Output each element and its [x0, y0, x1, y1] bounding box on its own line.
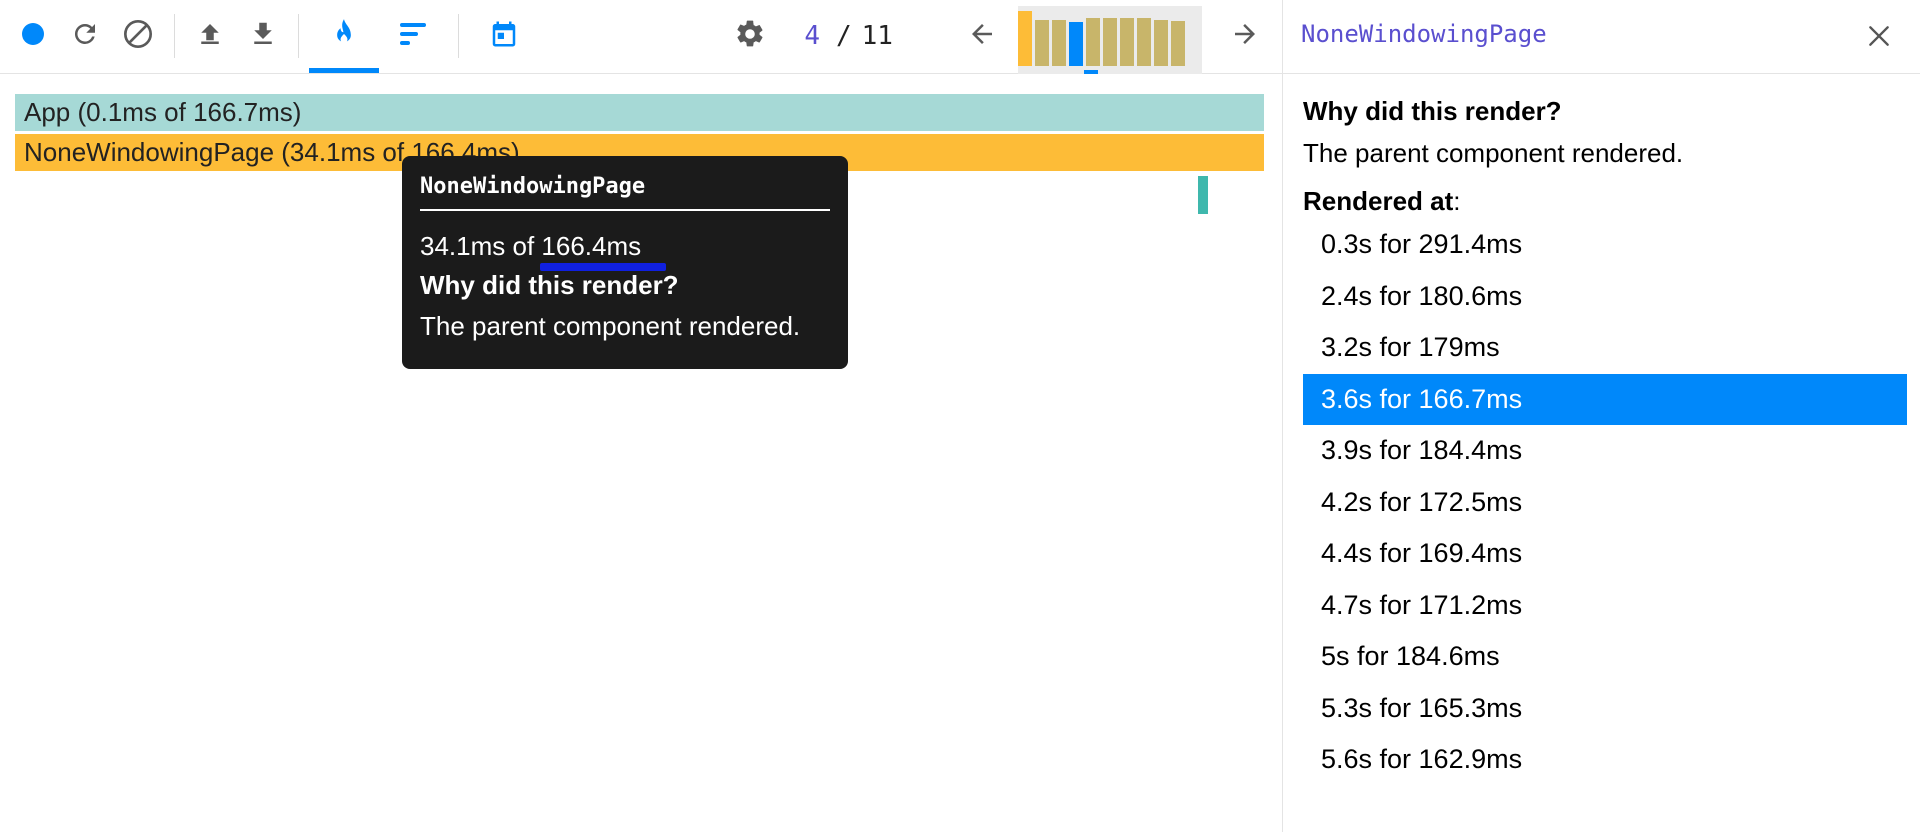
ranked-icon	[400, 23, 426, 45]
sidebar-header: NoneWindowingPage	[1283, 0, 1920, 74]
active-tab-indicator	[309, 68, 379, 73]
render-list-item[interactable]: 5.6s for 162.9ms	[1321, 744, 1523, 774]
flamegraph-icon	[337, 19, 351, 44]
commit-bar[interactable]	[1069, 22, 1083, 66]
render-list-item[interactable]: 3.9s for 184.4ms	[1321, 435, 1523, 465]
next-commit-icon	[1235, 24, 1255, 44]
tooltip-reason: The parent component rendered.	[420, 311, 801, 341]
render-list-item[interactable]: 4.7s for 171.2ms	[1321, 589, 1523, 620]
commit-bar[interactable]	[1171, 21, 1185, 66]
clear-profiling-data-button[interactable]	[118, 14, 158, 54]
record-button[interactable]	[13, 14, 53, 54]
commit-bar[interactable]	[1018, 11, 1032, 66]
save-profile-button[interactable]	[243, 14, 283, 54]
render-list-item[interactable]: 4.2s for 172.5ms	[1321, 486, 1523, 517]
settings-button[interactable]	[730, 14, 770, 54]
profiler-main-pane: 4 / 11 App (0.1ms of 166.7ms) NoneWindow…	[0, 0, 1282, 369]
close-sidebar-button[interactable]	[1859, 16, 1899, 56]
timeline-icon	[492, 21, 516, 47]
render-list-item[interactable]: 0.3s for 291.4ms	[1321, 229, 1523, 259]
toolbar-divider	[174, 14, 175, 58]
reload-icon	[74, 23, 95, 44]
commit-bar[interactable]	[1154, 20, 1168, 66]
settings-icon	[737, 20, 763, 47]
commit-bar[interactable]	[1120, 18, 1134, 66]
profiler-toolbar: 4 / 11	[0, 0, 1282, 74]
prev-commit-icon	[972, 24, 992, 44]
tab-ranked[interactable]	[393, 14, 433, 54]
commit-total-count: 11	[861, 21, 893, 51]
why-render-text: The parent component rendered.	[1303, 138, 1684, 168]
commit-bar[interactable]	[1035, 20, 1049, 66]
next-commit-button[interactable]	[1225, 14, 1265, 54]
rendered-at-colon: :	[1453, 186, 1461, 216]
render-list-item[interactable]: 2.4s for 180.6ms	[1321, 280, 1523, 311]
selected-commit-indicator	[1084, 70, 1098, 74]
commit-counter: 4 / 11	[790, 16, 893, 56]
flamegraph-node-app[interactable]: App (0.1ms of 166.7ms)	[15, 94, 1264, 131]
tab-timeline[interactable]	[484, 14, 524, 54]
commit-bar-chart[interactable]	[1018, 6, 1202, 74]
render-list-item[interactable]: 4.4s for 169.4ms	[1321, 538, 1523, 568]
tab-flamegraph[interactable]	[324, 14, 364, 54]
record-icon	[22, 23, 44, 45]
toolbar-divider	[458, 14, 459, 58]
close-icon	[1869, 26, 1889, 46]
commit-bar[interactable]	[1137, 18, 1151, 66]
selected-component-name: NoneWindowingPage	[1301, 20, 1547, 48]
commit-bar[interactable]	[1052, 20, 1066, 66]
tooltip-title: NoneWindowingPage	[420, 174, 830, 211]
tooltip-why-label: Why did this render?	[420, 270, 679, 300]
flamegraph-child-node[interactable]	[1198, 176, 1208, 214]
commit-current-index: 4	[804, 21, 820, 51]
load-profile-icon	[201, 24, 219, 44]
load-profile-button[interactable]	[190, 14, 230, 54]
commit-separator: /	[836, 21, 852, 51]
toolbar-divider	[298, 14, 299, 58]
previous-commit-button[interactable]	[962, 14, 1002, 54]
clear-icon	[124, 20, 152, 48]
render-list-item[interactable]: 3.2s for 179ms	[1321, 332, 1500, 362]
commit-bar[interactable]	[1103, 18, 1117, 66]
save-profile-icon	[254, 22, 272, 44]
rendered-at-heading: Rendered at:	[1303, 186, 1461, 217]
commit-bar[interactable]	[1086, 18, 1100, 66]
render-list-item[interactable]: 5.3s for 165.3ms	[1321, 692, 1523, 723]
why-render-heading: Why did this render?	[1303, 96, 1562, 126]
text-selection-highlight	[540, 263, 666, 271]
component-details-sidebar: NoneWindowingPage Why did this render? T…	[1282, 0, 1920, 832]
tooltip-duration: 34.1ms of 166.4ms	[420, 231, 830, 271]
render-list-item[interactable]: 5s for 184.6ms	[1321, 641, 1500, 671]
render-list: 0.3s for 291.4ms 2.4s for 180.6ms 3.2s for…	[1303, 219, 1907, 786]
tooltip-duration-text: 34.1ms of 166.4ms	[420, 231, 642, 261]
rendered-at-label: Rendered at	[1303, 186, 1454, 216]
reload-and-profile-button[interactable]	[65, 14, 105, 54]
render-list-item[interactable]: 3.6s for 166.7ms	[1303, 373, 1907, 425]
flamegraph-tooltip: NoneWindowingPage 34.1ms of 166.4ms Why …	[402, 156, 848, 369]
